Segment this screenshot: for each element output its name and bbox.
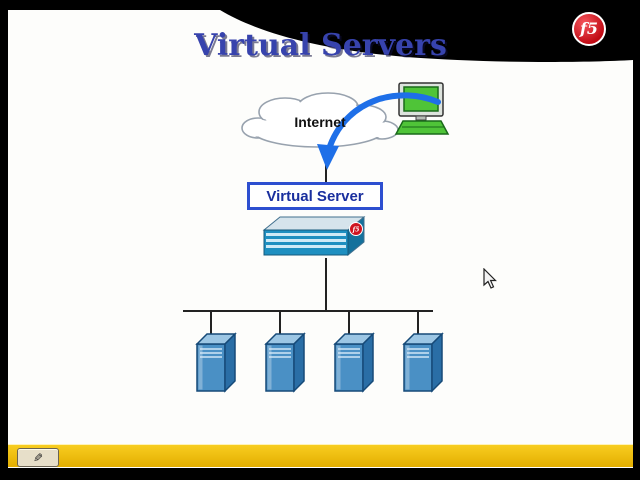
virtual-server-label: Virtual Server xyxy=(266,187,364,205)
bigip-appliance-icon: f5 xyxy=(262,215,366,257)
server-tower xyxy=(333,332,375,393)
pen-tool-button[interactable]: ✎ xyxy=(17,448,59,467)
bottom-toolbar: ✎ xyxy=(8,444,633,467)
connection-arrow-icon xyxy=(317,92,441,170)
mouse-cursor-icon xyxy=(483,268,497,289)
virtual-server-box: Virtual Server xyxy=(247,182,383,210)
drop-line-3 xyxy=(348,310,350,334)
page-title: Virtual Servers xyxy=(194,28,447,63)
drop-line-2 xyxy=(279,310,281,334)
appliance-f5-badge xyxy=(349,222,363,236)
appliance-f5-badge-text: f5 xyxy=(352,227,360,234)
server-tower xyxy=(195,332,237,393)
bus-line xyxy=(183,310,433,312)
internet-label: Internet xyxy=(294,114,346,130)
slide-canvas: f5 Virtual Servers Internet xyxy=(8,10,633,468)
pen-icon: ✎ xyxy=(32,450,44,465)
drop-line-4 xyxy=(417,310,419,334)
connector-appliance-to-bus xyxy=(325,258,327,310)
server-tower xyxy=(264,332,306,393)
drop-line-1 xyxy=(210,310,212,334)
f5-logo-text: f5 xyxy=(579,19,598,38)
f5-logo: f5 xyxy=(572,12,606,46)
server-tower xyxy=(402,332,444,393)
